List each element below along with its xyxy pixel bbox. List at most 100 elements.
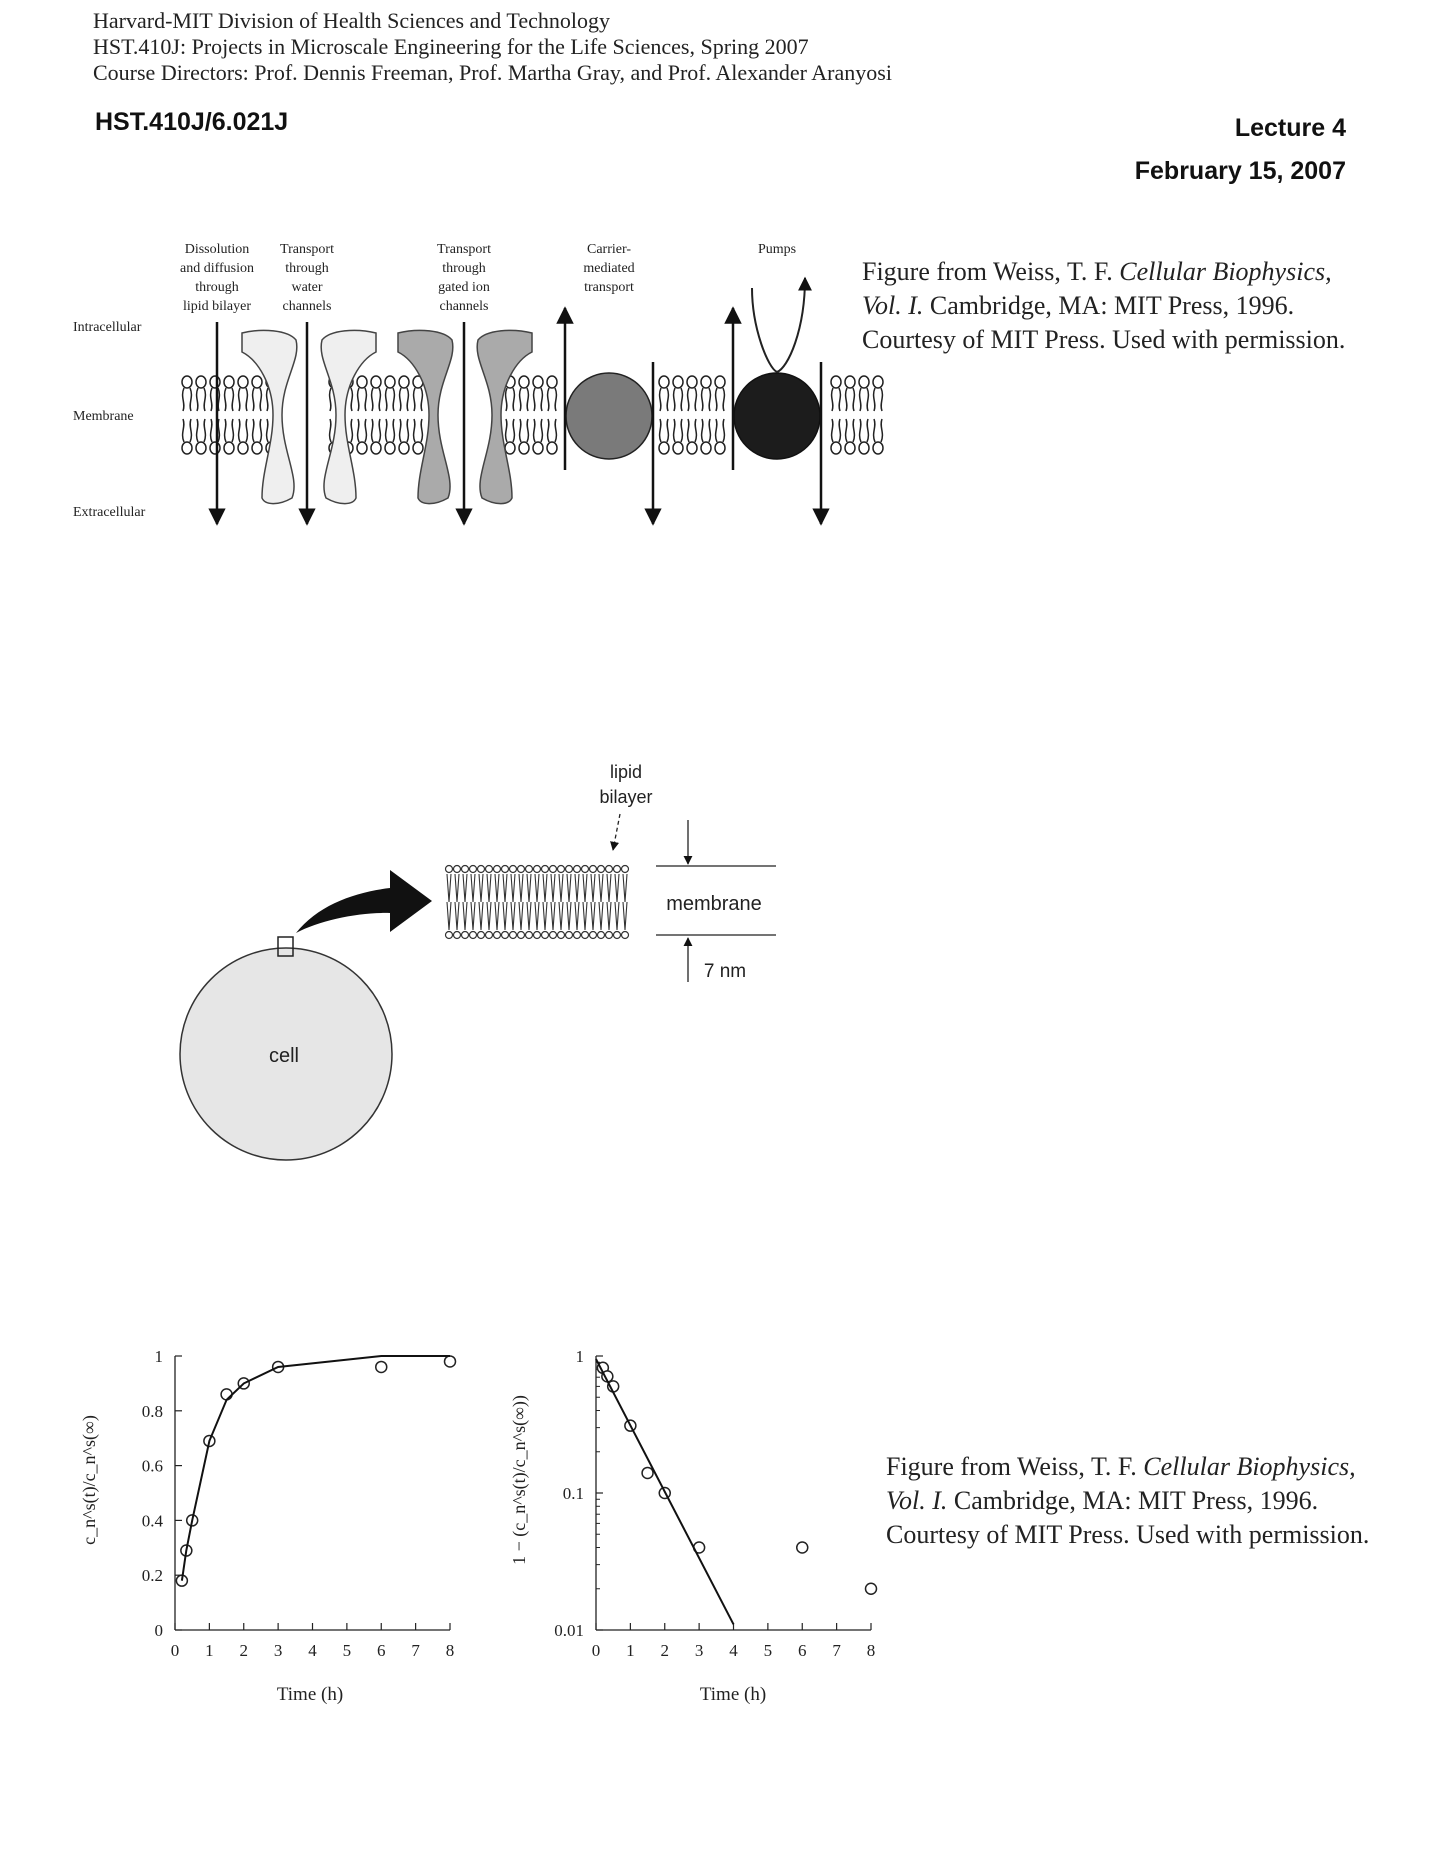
membrane-zoom-box [277, 936, 294, 957]
y-tick-label: 0.8 [142, 1402, 163, 1421]
bilayer-label: lipid bilayer [599, 762, 652, 807]
bilayer-label-text: bilayer [599, 787, 652, 807]
data-point [443, 1355, 457, 1368]
column-label-line: Pumps [758, 242, 796, 257]
column-label-line: Carrier- [587, 242, 631, 257]
x-axis-label: Time (h) [277, 1684, 343, 1705]
fit-line [595, 1358, 735, 1625]
concentration-ratio-chart: Time (h) c_n^s(t)/c_n^s(∞) 0 1 2 3 4 5 6 7 8 0 0.2… [79, 1347, 457, 1705]
figure-credit: Figure from Weiss, T. F. Cellular Biophy… [886, 1450, 1369, 1552]
transport-arrows [208, 306, 830, 526]
region-label-intracellular: Intracellular [73, 320, 142, 335]
column-labels: Dissolution and diffusion through lipid … [180, 242, 796, 314]
x-tick-label: 4 [729, 1641, 738, 1660]
y-tick-label: 0.2 [142, 1566, 163, 1585]
credit-publisher: Cambridge, MA: MIT Press, 1996. [923, 291, 1295, 320]
pump-protein [733, 372, 821, 460]
data-point [864, 1582, 878, 1596]
thickness-dimension [656, 820, 776, 982]
column-label-line: lipid bilayer [183, 299, 251, 314]
header-line: Harvard-MIT Division of Health Sciences … [93, 8, 610, 33]
credit-volume: Vol. I. [862, 291, 924, 320]
column-label-line: and diffusion [180, 261, 254, 276]
y-tick-label: 0.01 [554, 1621, 584, 1640]
credit-permission: Courtesy of MIT Press. Used with permiss… [862, 325, 1346, 354]
y-tick-label: 0.4 [142, 1511, 164, 1530]
fit-line [180, 1355, 450, 1581]
data-point [796, 1541, 809, 1554]
y-tick-label: 0.6 [142, 1457, 163, 1476]
bilayer-pointer [610, 813, 621, 851]
x-tick-label: 6 [377, 1641, 386, 1660]
x-tick-label: 3 [695, 1641, 704, 1660]
y-tick-label: 1 [155, 1347, 164, 1366]
y-axis-label: c_n^s(t)/c_n^s(∞) [79, 1415, 100, 1545]
y-tick-label: 1 [576, 1347, 585, 1366]
x-tick-label: 5 [343, 1641, 352, 1660]
cell-circle [179, 947, 393, 1161]
x-tick-label: 0 [171, 1641, 180, 1660]
x-tick-label: 7 [411, 1641, 420, 1660]
credit-permission: Courtesy of MIT Press. Used with permiss… [886, 1520, 1370, 1549]
x-tick-label: 5 [764, 1641, 773, 1660]
bilayer-detail [444, 864, 633, 940]
credit-prefix: Figure from Weiss, T. F. [862, 257, 1120, 286]
magnify-arrow [296, 870, 432, 933]
credit-title: Cellular Biophysics, [1119, 257, 1332, 286]
log-decay-chart: Time (h) 1 − (c_n^s(t)/c_n^s(∞)) 0 1 2 3 4 5 6… [509, 1347, 878, 1705]
cell-label: cell [269, 1045, 299, 1067]
column-label-line: channels [440, 299, 489, 314]
x-tick-label: 1 [626, 1641, 635, 1660]
region-label-membrane: Membrane [73, 409, 134, 424]
y-tick-label: 0 [155, 1621, 164, 1640]
x-tick-label: 3 [274, 1641, 283, 1660]
y-tick-label: 0.1 [563, 1484, 584, 1503]
gated-ion-channel [397, 329, 533, 505]
column-label-line: through [442, 261, 486, 276]
pump-flux-arrow [751, 276, 812, 374]
column-label-line: through [195, 280, 239, 295]
x-tick-label: 1 [205, 1641, 214, 1660]
document-header: Harvard-MIT Division of Health Sciences … [93, 8, 892, 86]
x-tick-label: 8 [446, 1641, 455, 1660]
header-line: Course Directors: Prof. Dennis Freeman, … [93, 60, 892, 85]
column-label-line: Dissolution [185, 242, 250, 257]
lecture-info: Lecture 4 February 15, 2007 [1135, 107, 1346, 193]
x-tick-label: 8 [867, 1641, 876, 1660]
region-label-extracellular: Extracellular [73, 505, 146, 520]
region-labels: Intracellular Membrane Extracellular [73, 320, 146, 520]
cell-membrane-figure: cell lipid bilayer membrane 7 nm [179, 762, 776, 1161]
header-line: HST.410J: Projects in Microscale Enginee… [93, 34, 809, 59]
column-label-line: through [285, 261, 329, 276]
lecture-number: Lecture 4 [1234, 114, 1346, 142]
data-point [220, 1388, 233, 1401]
x-tick-label: 4 [308, 1641, 317, 1660]
column-label-line: Transport [437, 242, 491, 257]
x-tick-label: 6 [798, 1641, 807, 1660]
credit-prefix: Figure from Weiss, T. F. [886, 1452, 1144, 1481]
thickness-label: 7 nm [704, 961, 746, 982]
column-label-line: gated ion [438, 280, 490, 295]
data-point [375, 1360, 388, 1374]
column-label-line: water [291, 280, 322, 295]
column-label-line: channels [283, 299, 332, 314]
lipid-label: lipid [610, 762, 642, 782]
carrier-protein [565, 372, 653, 460]
column-label-line: transport [584, 280, 634, 295]
credit-title: Cellular Biophysics, [1143, 1452, 1356, 1481]
membrane-transport-figure: Intracellular Membrane Extracellular Dis… [73, 242, 884, 526]
column-label-line: mediated [583, 261, 634, 276]
y-axis-label: 1 − (c_n^s(t)/c_n^s(∞)) [509, 1395, 530, 1565]
data-point [641, 1466, 654, 1480]
membrane-label: membrane [666, 893, 762, 915]
credit-publisher: Cambridge, MA: MIT Press, 1996. [947, 1486, 1319, 1515]
x-tick-label: 2 [661, 1641, 670, 1660]
lecture-date: February 15, 2007 [1134, 157, 1346, 185]
column-label-line: Transport [280, 242, 334, 257]
x-tick-label: 0 [592, 1641, 601, 1660]
x-tick-label: 2 [240, 1641, 249, 1660]
credit-volume: Vol. I. [886, 1486, 948, 1515]
x-axis-label: Time (h) [700, 1684, 766, 1705]
x-tick-label: 7 [832, 1641, 841, 1660]
